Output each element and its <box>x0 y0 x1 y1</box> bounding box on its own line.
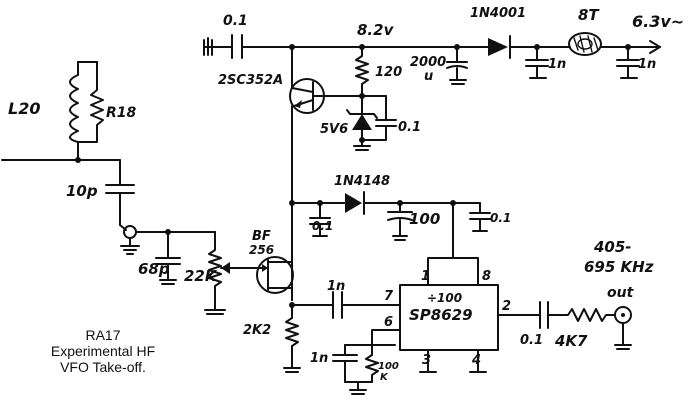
label-cap-in: 1n <box>327 279 345 294</box>
choke-8t <box>568 32 602 56</box>
caption-line-2: Experimental HF <box>50 343 156 359</box>
label-electrolytic-unit: u <box>424 69 433 84</box>
output-network <box>539 301 632 350</box>
label-cap-zener: 0.1 <box>398 120 421 135</box>
label-pin3: 3 <box>422 353 431 368</box>
cap-10p <box>105 159 135 226</box>
label-freq2: 695 KHz <box>584 258 654 276</box>
label-ic-div: ÷100 <box>427 291 462 305</box>
cap-1n-input <box>291 291 401 319</box>
label-cap-small: 0.1 <box>312 219 333 233</box>
cap-small-0.1 <box>309 202 331 237</box>
ic-sp8629 <box>371 284 541 373</box>
label-cap-1n-b: 1n <box>638 57 656 72</box>
label-pin8: 8 <box>482 269 491 284</box>
label-diode-1n4148: 1N4148 <box>334 174 390 189</box>
electrolytic-2000u <box>446 46 468 85</box>
label-diode-1n4001: 1N4001 <box>470 6 526 21</box>
label-freq1: 405- <box>593 238 632 256</box>
label-fet-num: 256 <box>249 243 274 257</box>
label-cap-68p: 68p <box>138 260 170 278</box>
label-resistor-120: 120 <box>375 65 402 80</box>
label-cap-1n-a: 1n <box>548 57 566 72</box>
label-resistor-100k: 100 <box>378 361 399 372</box>
label-supply: 6.3v~ <box>632 12 684 31</box>
label-pin4: 4 <box>471 353 481 368</box>
label-inductor: L20 <box>8 99 40 118</box>
cap-1n-a <box>525 46 549 79</box>
supply-input <box>600 40 661 79</box>
electrolytic-100 <box>387 202 413 241</box>
caption-line-3: VFO Take-off. <box>60 359 146 375</box>
label-pin1: 1 <box>421 269 430 284</box>
zener-5v6 <box>346 95 378 151</box>
label-ic-name: SP8629 <box>409 306 473 324</box>
label-cap-100: 100 <box>409 210 440 228</box>
cap-ic-0.1 <box>469 202 491 232</box>
cap-zener-0.1 <box>359 95 397 143</box>
label-resistor-100k-unit: K <box>380 372 389 383</box>
label-fet: BF <box>252 229 271 244</box>
label-cap-top: 0.1 <box>223 13 248 29</box>
label-pin6: 6 <box>384 315 393 330</box>
pot-22k <box>204 231 253 315</box>
label-pot-22k: 22K <box>184 267 218 285</box>
fet-bf256 <box>251 249 295 308</box>
label-transistor-reg: 2SC352A <box>218 73 283 88</box>
label-cap-ic: 0.1 <box>490 211 511 225</box>
diagram-caption: RA17 Experimental HF VFO Take-off. <box>38 327 168 375</box>
label-rail-voltage: 8.2v <box>357 21 395 39</box>
tank-circuit <box>1 61 121 163</box>
resistor-2k2 <box>283 304 301 373</box>
caption-line-1: RA17 <box>85 327 121 343</box>
label-pin2: 2 <box>502 299 511 314</box>
ground-node <box>119 224 216 255</box>
label-electrolytic-value: 2000 <box>410 55 446 70</box>
label-choke: 8T <box>578 6 600 24</box>
label-resistor-r18: R18 <box>106 105 137 121</box>
label-cap-out: 0.1 <box>520 333 543 348</box>
pin6-network <box>332 344 396 395</box>
label-resistor-4k7: 4K7 <box>554 332 588 350</box>
label-cap-1n-pin6: 1n <box>310 351 328 366</box>
label-pin7: 7 <box>384 289 394 304</box>
label-zener: 5V6 <box>320 122 348 137</box>
cap-68p <box>155 231 181 285</box>
label-resistor-2k2: 2K2 <box>243 323 271 338</box>
label-out: out <box>607 285 635 301</box>
top-rail <box>203 34 471 59</box>
label-cap-10p: 10p <box>66 182 98 200</box>
diode-1n4001 <box>469 35 571 59</box>
ic-supply <box>427 202 479 286</box>
